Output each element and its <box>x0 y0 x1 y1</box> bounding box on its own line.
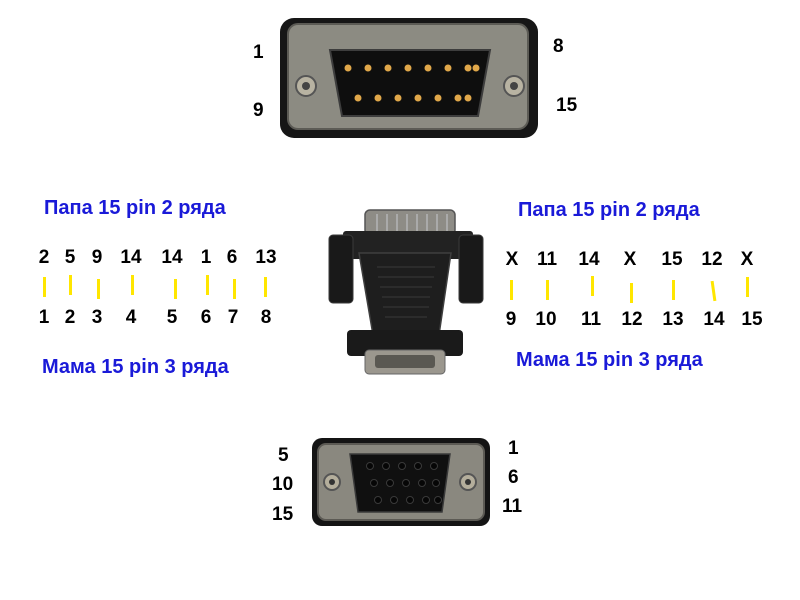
female-connector-image <box>312 438 490 526</box>
female-sockets <box>366 462 442 504</box>
left-bottom-pin: 3 <box>91 307 103 328</box>
label-pin-15: 15 <box>272 504 294 525</box>
left-top-pin: 5 <box>64 247 76 268</box>
label-pin-5: 5 <box>278 445 289 466</box>
left-top-pin: 2 <box>38 247 50 268</box>
right-top-pin: 12 <box>701 249 723 270</box>
left-bottom-pin: 1 <box>38 307 50 328</box>
label-pin-6: 6 <box>508 467 519 488</box>
right-wire-5 <box>672 280 675 300</box>
left-bottom-pin: 7 <box>227 307 239 328</box>
right-wire-6 <box>710 280 717 302</box>
right-title-bottom: Мама 15 pin 3 ряда <box>516 349 703 371</box>
right-top-pin: X <box>740 249 754 270</box>
left-bottom-row: 1 2 3 4 5 6 7 8 <box>0 308 300 330</box>
label-pin-8: 8 <box>553 36 564 57</box>
left-title-top: Папа 15 pin 2 ряда <box>44 197 226 219</box>
adapter-image <box>328 209 484 375</box>
left-top-pin: 6 <box>226 247 238 268</box>
left-wire-3 <box>97 279 100 299</box>
label-pin-15: 15 <box>556 95 578 116</box>
right-title-top: Папа 15 pin 2 ряда <box>518 199 700 221</box>
left-wire-1 <box>43 277 46 297</box>
label-pin-10: 10 <box>272 474 294 495</box>
right-bottom-pin: 11 <box>580 309 602 330</box>
label-pin-11: 11 <box>502 496 523 517</box>
left-wire-7 <box>233 279 236 299</box>
right-top-pin: X <box>505 249 519 270</box>
right-top-pin: 15 <box>661 249 683 270</box>
right-top-pin: 11 <box>536 249 558 270</box>
left-wire-2 <box>69 275 72 295</box>
left-wire-4 <box>131 275 134 295</box>
left-title-bottom: Мама 15 pin 3 ряда <box>42 356 229 378</box>
left-top-pin: 14 <box>120 247 142 268</box>
left-bottom-pin: 2 <box>64 307 76 328</box>
right-wire-1 <box>510 280 513 300</box>
right-top-row: X 11 14 X 15 12 X <box>490 250 790 272</box>
right-top-pin: X <box>623 249 637 270</box>
right-wire-2 <box>546 280 549 300</box>
right-bottom-pin: 9 <box>505 309 517 330</box>
right-bottom-pin: 13 <box>662 309 684 330</box>
left-bottom-pin: 8 <box>260 307 272 328</box>
left-top-row: 2 5 9 14 14 1 6 13 <box>0 248 300 270</box>
left-wire-6 <box>206 275 209 295</box>
male-pins <box>344 64 480 102</box>
right-wire-4 <box>630 283 633 303</box>
left-bottom-pin: 4 <box>125 307 137 328</box>
right-bottom-pin: 10 <box>535 309 557 330</box>
left-wire-8 <box>264 277 267 297</box>
label-pin-9: 9 <box>253 100 264 121</box>
right-top-pin: 14 <box>578 249 600 270</box>
left-top-pin: 1 <box>200 247 212 268</box>
right-bottom-row: 9 10 11 12 13 14 15 <box>490 310 800 332</box>
label-pin-1: 1 <box>253 42 264 63</box>
right-wire-3 <box>591 276 594 296</box>
left-top-pin: 9 <box>91 247 103 268</box>
right-wire-7 <box>746 277 749 297</box>
left-top-pin: 13 <box>255 247 277 268</box>
label-pin-1: 1 <box>508 438 519 459</box>
right-bottom-pin: 12 <box>621 309 643 330</box>
left-wire-5 <box>174 279 177 299</box>
left-top-pin: 14 <box>161 247 183 268</box>
left-bottom-pin: 6 <box>200 307 212 328</box>
left-bottom-pin: 5 <box>166 307 178 328</box>
right-bottom-pin: 15 <box>741 309 763 330</box>
male-connector-image <box>280 18 538 138</box>
right-bottom-pin: 14 <box>703 309 725 330</box>
